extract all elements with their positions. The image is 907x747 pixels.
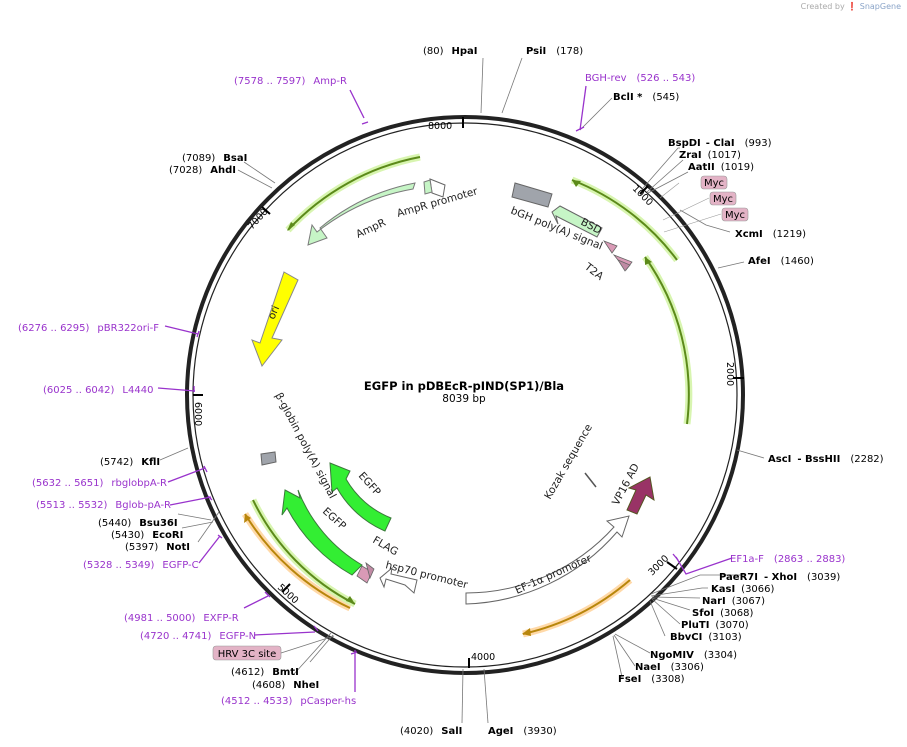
enzyme-agei: AgeI(3930) — [488, 726, 557, 737]
enzyme-asci-bsshii: AscI- BssHII(2282) — [768, 454, 884, 465]
primer-rbglobpa-r: (5632 .. 5651)rbglobpA-R — [32, 478, 167, 489]
bgh-box — [511, 182, 553, 208]
egfp-arrow-2 — [281, 489, 363, 576]
enzyme-zrai: ZraI(1017) — [679, 150, 741, 161]
hsp70-arrow — [379, 566, 418, 594]
tag-myc-1: Myc — [704, 178, 724, 189]
enzyme-ahdi: (7028)AhdI — [169, 165, 236, 176]
enzyme-noti: (5397)NotI — [125, 542, 190, 553]
feature-label-ori: ori — [266, 304, 282, 321]
primer-pcasper-hs: (4512 .. 4533)pCasper-hs — [221, 696, 356, 707]
feature-label-bglobin: β-globin poly(A) signal — [272, 391, 338, 501]
tag-myc-2: Myc — [713, 194, 733, 205]
egfp-arrow-1 — [329, 462, 392, 532]
feature-label-kozak: Kozak sequence — [542, 422, 595, 501]
enzyme-psii: PsiI(178) — [526, 46, 583, 57]
enzyme-nari: NarI(3067) — [702, 596, 765, 607]
snapgene-logo-icon: ❗ — [847, 2, 858, 11]
orf-arcs — [242, 153, 693, 638]
primer-bglob-pa-r: (5513 .. 5532)Bglob-pA-R — [36, 500, 171, 511]
bsd-arrow — [551, 205, 603, 238]
feature-shapes — [251, 178, 655, 605]
feature-label-ampr: AmpR — [354, 217, 388, 241]
primer-egfp-c: (5328 .. 5349)EGFP-C — [83, 560, 199, 571]
credit-text: Created by — [800, 2, 845, 11]
primer-markers — [157, 85, 733, 692]
enzyme-paer7i-xhoi: PaeR7I- XhoI(3039) — [719, 572, 840, 583]
primer-egfp-n: (4720 .. 4741)EGFP-N — [140, 631, 256, 642]
tag-myc-3: Myc — [725, 210, 745, 221]
enzyme-naei: NaeI(3306) — [635, 662, 704, 673]
enzyme-kasi: KasI(3066) — [711, 584, 775, 595]
enzyme-bsai: (7089)BsaI — [182, 153, 247, 164]
enzyme-hpai: (80)HpaI — [423, 46, 478, 57]
primer-l4440: (6025 .. 6042)L4440 — [43, 385, 153, 396]
tick-2000: 2000 — [724, 362, 735, 386]
primer-labels: (7578 .. 7597)Amp-R BGH-rev(526 .. 543) … — [18, 73, 845, 707]
tick-6000: 6000 — [192, 402, 203, 426]
primer-ef1a-f: EF1a-F(2863 .. 2883) — [730, 554, 845, 565]
ring-ticks — [193, 117, 744, 668]
tag-hrv3c: HRV 3C site — [218, 649, 277, 660]
feature-label-egfp-2: EGFP — [320, 505, 348, 532]
bglobin-box — [260, 451, 277, 466]
ampr-arrow — [307, 182, 416, 246]
ef1a-arrow — [465, 515, 630, 605]
enzyme-bsu36i: (5440)Bsu36I — [98, 518, 178, 529]
enzyme-leaders — [159, 57, 765, 724]
enzyme-sfoi: SfoI(3068) — [692, 608, 754, 619]
feature-label-egfp-1: EGFP — [356, 470, 383, 498]
tick-3000: 3000 — [646, 553, 671, 578]
ori-arrow — [251, 271, 299, 368]
plasmid-name: EGFP in pDBEcR-pIND(SP1)/Bla — [364, 379, 564, 393]
enzyme-bspdi-clai: BspDI- ClaI(993) — [668, 138, 772, 149]
primer-amp-r: (7578 .. 7597)Amp-R — [234, 76, 347, 87]
tick-8000: 8000 — [428, 121, 452, 132]
primer-pbr322ori-f: (6276 .. 6295)pBR322ori-F — [18, 323, 159, 334]
feature-label-ef1a: EF-1α promoter — [513, 552, 594, 597]
enzyme-nhei: (4608)NheI — [252, 680, 319, 691]
tag-boxes: Myc Myc Myc HRV 3C site — [212, 175, 749, 661]
enzyme-bcli: BclI *(545) — [613, 92, 679, 103]
enzyme-xcmi: XcmI(1219) — [735, 229, 806, 240]
enzyme-labels: (80)HpaI PsiI(178) BclI *(545) BspDI- Cl… — [98, 46, 884, 737]
enzyme-sali: (4020)SalI — [400, 726, 462, 737]
feature-label-flag: FLAG — [371, 534, 401, 558]
tick-4000: 4000 — [471, 652, 495, 663]
enzyme-aatii: AatII(1019) — [688, 162, 754, 173]
enzyme-afei: AfeI(1460) — [748, 256, 814, 267]
enzyme-bmti: (4612)BmtI — [231, 667, 299, 678]
vp16-arrow — [626, 476, 655, 515]
snapgene-credit: Created by ❗ SnapGene — [801, 2, 901, 11]
enzyme-fsei: FseI(3308) — [618, 674, 685, 685]
credit-brand: SnapGene — [859, 2, 901, 11]
plasmid-size: 8039 bp — [442, 393, 486, 405]
enzyme-kfli: (5742)KflI — [100, 457, 160, 468]
enzyme-pluti: PluTI(3070) — [681, 620, 749, 631]
primer-exfp-r: (4981 .. 5000)EXFP-R — [124, 613, 239, 624]
enzyme-ngomiv: NgoMIV(3304) — [650, 650, 737, 661]
enzyme-ecori: (5430)EcoRI — [111, 530, 183, 541]
enzyme-bbvci: BbvCI(3103) — [670, 632, 742, 643]
primer-bgh-rev: BGH-rev(526 .. 543) — [585, 73, 695, 84]
feature-label-t2a: T2A — [581, 260, 606, 283]
